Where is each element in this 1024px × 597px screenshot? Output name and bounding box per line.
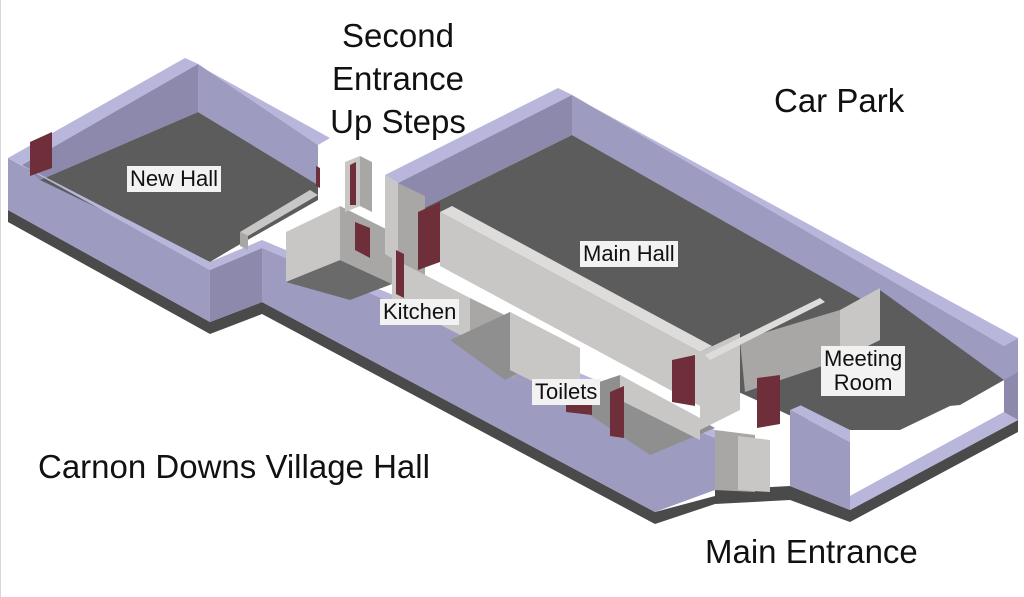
second-entrance-line-3: Up Steps	[330, 103, 466, 140]
room-label-kitchen: Kitchen	[380, 299, 460, 325]
door	[396, 250, 404, 298]
door	[757, 375, 780, 428]
door	[316, 166, 320, 188]
second-entrance-line-1: Second	[342, 17, 454, 54]
second-entrance-caption: Second Entrance Up Steps	[318, 14, 478, 143]
meeting-room-line-2: Room	[833, 370, 893, 395]
room-label-main-hall: Main Hall	[580, 241, 678, 267]
room-label-toilets: Toilets	[532, 379, 601, 405]
main-entrance-caption: Main Entrance	[705, 533, 918, 570]
door	[610, 386, 624, 438]
door	[672, 355, 695, 406]
door	[350, 162, 356, 205]
doors	[30, 132, 780, 438]
door	[30, 132, 52, 176]
room-label-new-hall: New Hall	[127, 166, 222, 192]
second-entrance-line-2: Entrance	[331, 60, 465, 97]
meeting-room-line-1: Meeting	[824, 346, 903, 371]
room-label-meeting-room: Meeting Room	[821, 346, 906, 396]
door	[418, 202, 440, 270]
car-park-caption: Car Park	[774, 82, 905, 119]
internal-partitions	[240, 156, 825, 492]
page-edge	[0, 0, 1, 597]
building-title: Carnon Downs Village Hall	[38, 448, 430, 485]
door	[355, 222, 370, 258]
